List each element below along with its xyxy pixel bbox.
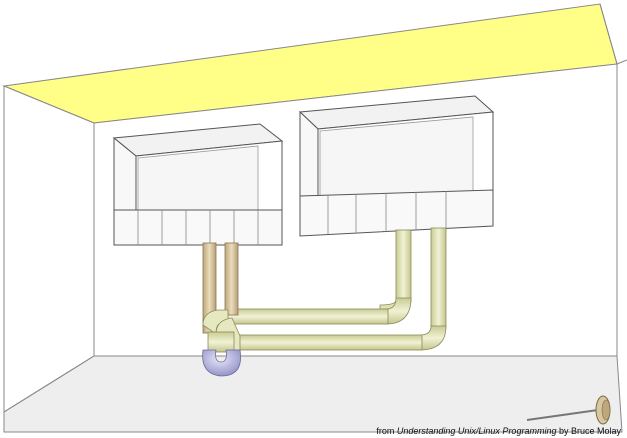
left-wall <box>4 86 94 412</box>
caption-book-title: Understanding Unix/Linux Programming <box>397 426 557 436</box>
right-sink <box>300 96 493 236</box>
caption-suffix: by Bruce Molay <box>556 426 621 436</box>
caption-prefix: from <box>376 426 397 436</box>
source-caption: from Understanding Unix/Linux Programmin… <box>376 426 621 436</box>
left-sink <box>114 124 282 245</box>
